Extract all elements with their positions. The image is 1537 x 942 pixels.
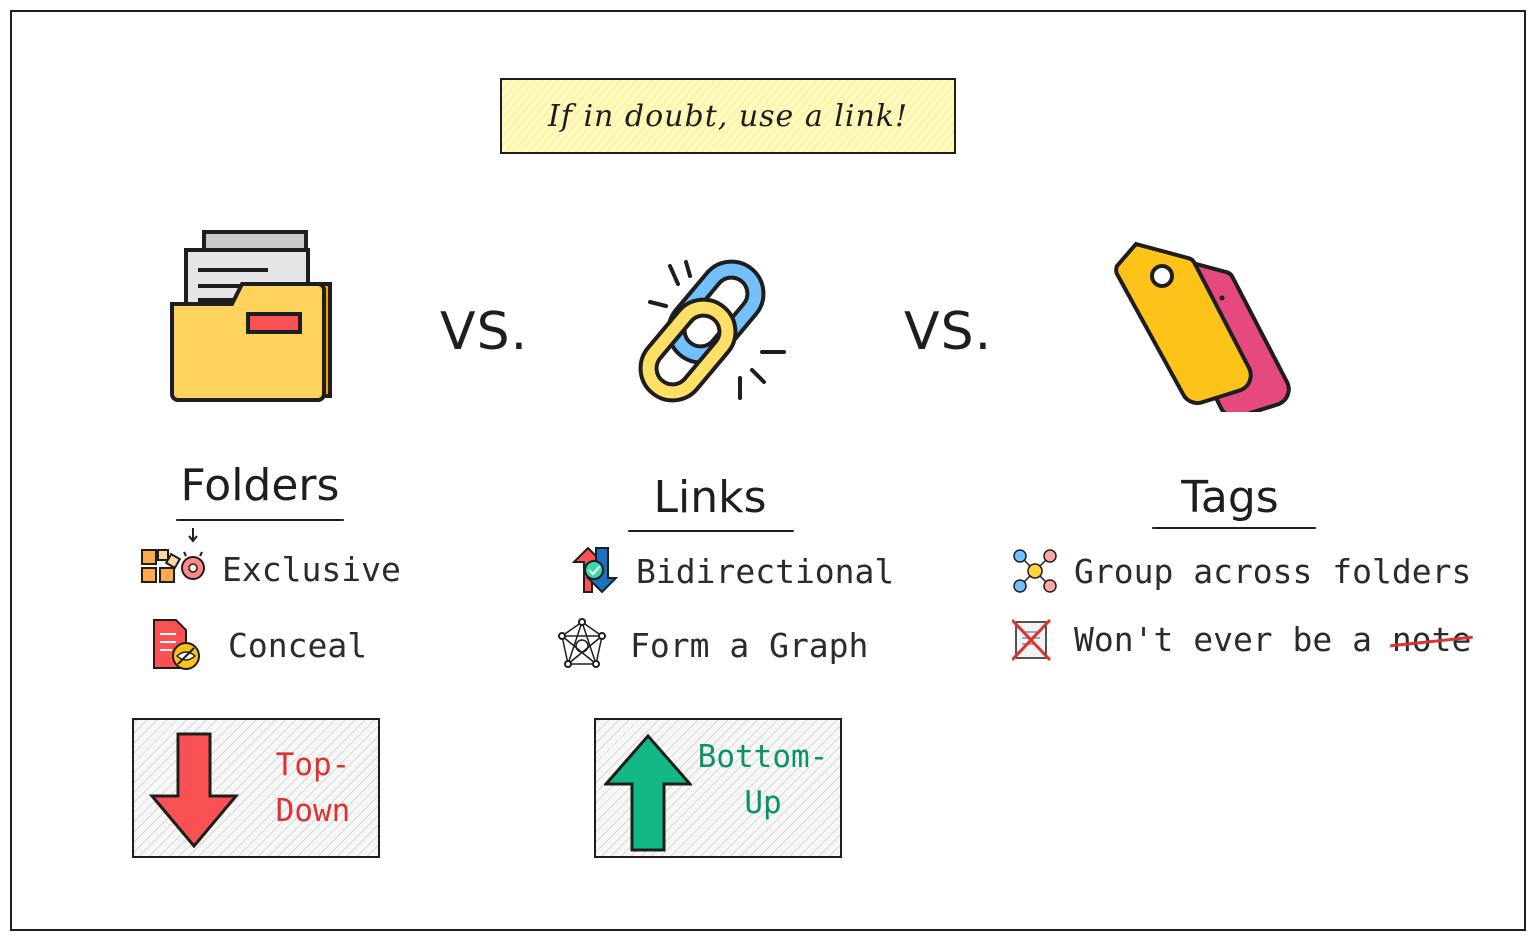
hidden-document-icon xyxy=(152,618,202,676)
chain-link-icon xyxy=(636,258,796,412)
links-title-underline xyxy=(628,530,794,532)
vs-label-left: VS. xyxy=(440,302,529,362)
tag-icon xyxy=(1114,236,1294,420)
canvas-frame xyxy=(10,10,1526,931)
folders-title-underline xyxy=(176,519,344,521)
headline-banner: If in doubt, use a link! xyxy=(500,78,956,154)
links-item-graph: Form a Graph xyxy=(630,626,869,665)
tags-item-note-struck: note xyxy=(1391,620,1472,659)
folders-item-exclusive: Exclusive xyxy=(222,550,401,589)
tags-item-not-note: Won't ever be a note xyxy=(1074,620,1471,659)
links-item-bidirectional: Bidirectional xyxy=(636,552,895,591)
top-down-label-line1: Top- xyxy=(275,747,351,783)
bidirectional-arrows-icon xyxy=(570,546,619,598)
tags-title-underline xyxy=(1152,527,1316,529)
top-down-label: Top- Down xyxy=(258,742,368,834)
top-down-label-line2: Down xyxy=(275,793,351,829)
network-group-icon xyxy=(1012,548,1058,598)
top-down-box: Top- Down xyxy=(132,718,380,858)
tags-title: Tags xyxy=(1181,472,1279,523)
headline-text: If in doubt, use a link! xyxy=(547,98,909,134)
folders-title: Folders xyxy=(180,460,340,511)
tags-item-group: Group across folders xyxy=(1074,552,1472,591)
folders-item-conceal: Conceal xyxy=(228,626,368,665)
graph-icon xyxy=(556,618,608,674)
arrow-up-icon xyxy=(602,733,694,858)
vs-label-right: VS. xyxy=(904,302,993,362)
bottom-up-box: Bottom- Up xyxy=(594,718,842,858)
boxes-icon xyxy=(140,528,208,592)
folder-icon xyxy=(168,228,340,408)
links-title: Links xyxy=(653,472,767,523)
arrow-down-icon xyxy=(148,732,240,854)
bottom-up-label-line1: Bottom- xyxy=(697,739,829,775)
tags-item-not-note-prefix: Won't ever be a xyxy=(1074,620,1373,659)
crossed-note-icon xyxy=(1010,618,1052,666)
bottom-up-label: Bottom- Up xyxy=(688,734,838,826)
bottom-up-label-line2: Up xyxy=(744,785,782,821)
